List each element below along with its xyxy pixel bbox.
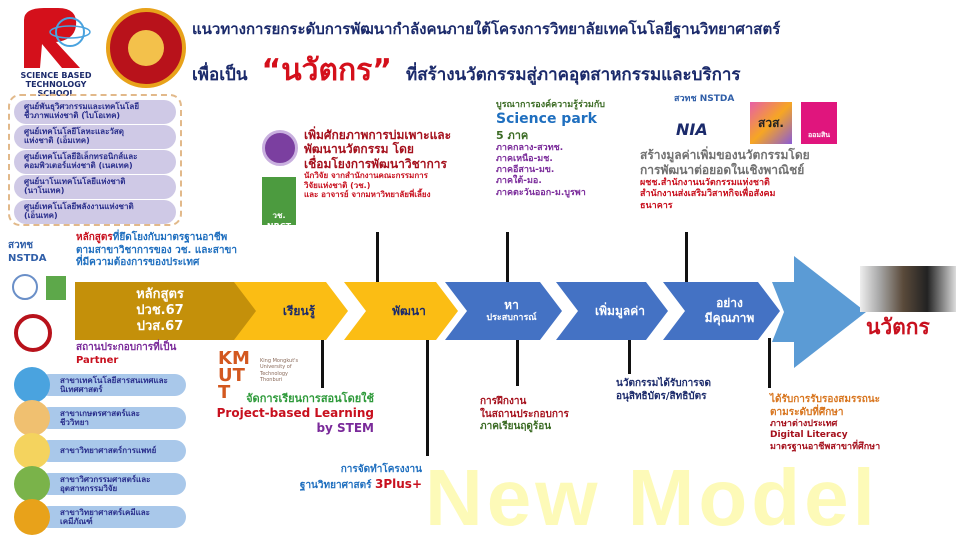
logo-nstda-small: สวทช NSTDA — [674, 94, 735, 104]
curriculum-note: หลักสูตรที่ยึดโยงกับมาตรฐานอาชีพ ตามสาขา… — [76, 232, 237, 268]
nstda-centers-box — [8, 94, 182, 226]
vocational-seal-logo — [106, 8, 186, 88]
connector-line — [376, 232, 379, 284]
title-line2: เพื่อเป็น“นวัตกร”ที่สร้างนวัตกรรมสู่ภาคอ… — [192, 53, 741, 88]
sbts-logo-text: SCIENCE BASED TECHNOLOGY SCHOOL — [20, 71, 92, 98]
branch-item: สาขาเทคโนโลยีสารสนเทศและนิเทศศาสตร์ — [38, 374, 186, 396]
branch-icon — [14, 466, 50, 502]
connector-line — [628, 338, 631, 374]
connector-line — [506, 232, 509, 284]
branch-icon — [14, 400, 50, 436]
branch-icon — [14, 367, 50, 403]
school-logo — [14, 314, 52, 352]
region-item: ภาคใต้-มอ. — [496, 176, 542, 187]
internship-text: การฝึกงาน ในสถานประกอบการ ภาคเรียนฤดูร้อ… — [480, 396, 569, 432]
branch-item: สาขาวิทยาศาสตร์การแพทย์ — [38, 440, 186, 462]
branch-item: สาขาวิทยาศาสตร์เคมีและเคมีภัณฑ์ — [38, 506, 186, 528]
pbl-text: จัดการเรียนการสอนโดยใช้ Project-based Le… — [216, 392, 374, 435]
branch-icon — [14, 433, 50, 469]
goal-arrow — [772, 256, 866, 368]
region-item: ภาคกลาง-สวทช. — [496, 142, 564, 153]
process-step: เพิ่มมูลค่า — [556, 282, 668, 340]
certification-text: ได้รับการรับรองสมรรถนะ ตามระดับที่ศึกษา … — [770, 394, 881, 452]
connector-line — [685, 232, 688, 284]
partner-logo-green — [46, 276, 66, 300]
goal-label: นวัตกร — [866, 315, 930, 339]
process-step: หาประสบการณ์ — [445, 282, 562, 340]
innovators-photo — [860, 266, 956, 312]
logo-gsb: ออมสิน — [801, 102, 837, 144]
connector-line — [516, 338, 519, 386]
region-item: ภาคตะวันออก-ม.บูรพา — [496, 187, 586, 198]
kmutt-logo: KMUTT — [218, 348, 250, 404]
region-item: ภาคเหนือ-มช. — [496, 153, 553, 164]
science-park-block: บูรณาการองค์ความรู้ร่วมกับ Science park … — [496, 100, 605, 198]
nstda-center-item: ศูนย์เทคโนโลยีพลังงานแห่งชาติ(เอ็นเทค) — [14, 200, 176, 224]
process-step: พัฒนา — [344, 282, 458, 340]
nrct-logo: วช. NRCT — [262, 177, 296, 231]
title-highlight: “นวัตกร” — [261, 53, 392, 88]
partner-heading: สถานประกอบการที่เป็น Partner — [76, 342, 177, 366]
nstda-center-item: ศูนย์เทคโนโลยีโลหะและวัสดุแห่งชาติ (เอ็ม… — [14, 125, 176, 149]
process-step: อย่างมีคุณภาพ — [663, 282, 780, 340]
sbts-logo — [10, 4, 100, 72]
title-line1: แนวทางการยกระดับการพัฒนากำลังคนภายใต้โคร… — [192, 20, 781, 38]
nstda-logo: สวทช NSTDA — [8, 240, 47, 264]
tistr-logo — [262, 130, 298, 166]
branch-item: สาขาเกษตรศาสตร์และชีววิทยา — [38, 407, 186, 429]
nstda-center-item: ศูนย์พันธุวิศวกรรมและเทคโนโลยีชีวภาพแห่ง… — [14, 100, 176, 124]
logo-nia: NIA — [676, 120, 708, 139]
branch-item: สาขาวิศวกรรมศาสตร์และอุตสาหกรรมวิจัย — [38, 473, 186, 495]
project-text: การจัดทำโครงงาน ฐานวิทยาศาสตร์ 3Plus+ — [299, 464, 422, 491]
partner-logo-atom — [12, 274, 38, 300]
connector-line — [426, 338, 429, 456]
region-item: ภาคอีสาน-มข. — [496, 165, 555, 175]
logo-sws: สวส. — [750, 102, 792, 144]
patent-text: นวัตกรรมได้รับการจดอนุสิทธิบัตร/สิทธิบัต… — [616, 378, 711, 402]
incubation-text: เพิ่มศักยภาพการบ่มเพาะและ พัฒนานวัตกรรม … — [304, 128, 452, 200]
connector-line — [321, 338, 324, 388]
nstda-center-item: ศูนย์นาโนเทคโนโลยีแห่งชาติ(นาโนเทค) — [14, 175, 176, 199]
watermark-new-model: New Model — [425, 453, 879, 542]
commercial-text: สร้างมูลค่าเพิ่มของนวัตกรรมโดย การพัฒนาต… — [640, 148, 810, 211]
nstda-center-item: ศูนย์เทคโนโลยีอิเล็กทรอนิกส์และคอมพิวเตอ… — [14, 150, 176, 174]
branch-icon — [14, 499, 50, 535]
connector-line — [768, 338, 771, 388]
